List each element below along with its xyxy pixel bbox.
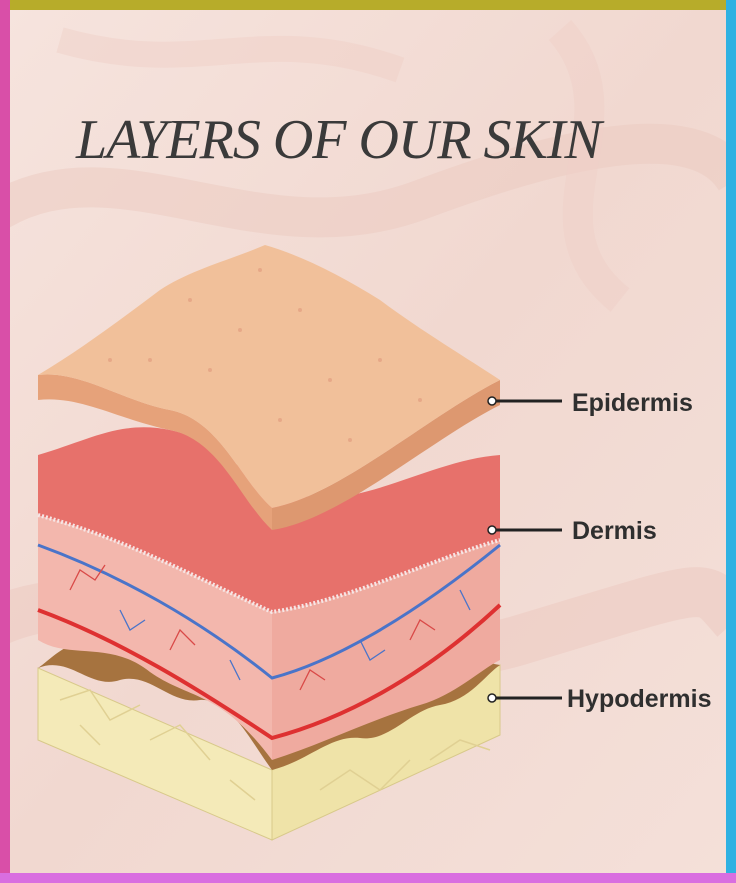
leader-dermis [487,525,562,535]
right-border [726,0,736,883]
artery [37,603,502,741]
epidermis-right [272,380,500,530]
page-title: LAYERS OF OUR SKIN [76,109,602,171]
label-hypodermis: Hypodermis [567,685,712,713]
bottom-border [0,873,736,883]
leader-hypodermis [487,693,562,703]
epidermis-layer [38,245,500,530]
epidermis-side [38,374,272,530]
label-dermis: Dermis [572,517,657,545]
label-epidermis: Epidermis [572,389,693,417]
top-border [0,0,736,10]
epidermis-top [38,245,500,508]
left-border [0,0,10,883]
vein [37,543,501,680]
leader-epidermis [487,396,562,406]
